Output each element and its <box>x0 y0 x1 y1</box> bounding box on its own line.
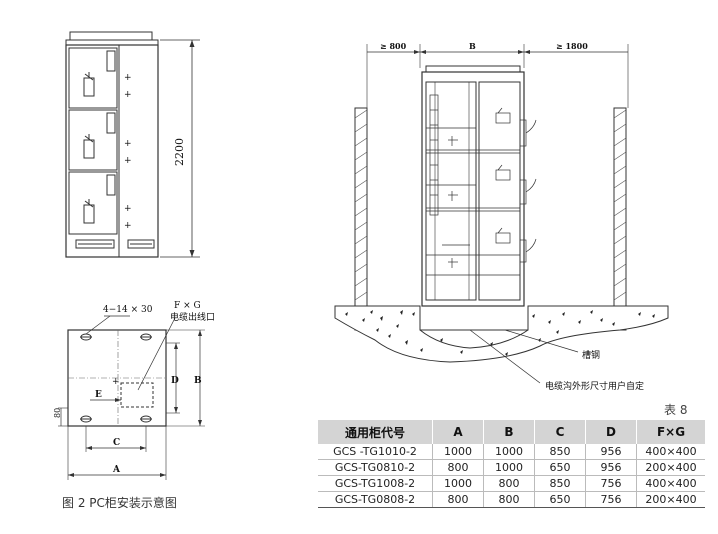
svg-text:+: + <box>124 204 132 214</box>
fg-label: F × G <box>174 301 201 311</box>
table-row: GCS -TG1010-2 1000 1000 850 956 400×400 <box>318 444 705 460</box>
dim-b-label: B <box>194 376 202 386</box>
cell-fg: 400×400 <box>636 475 705 492</box>
col-header-b: B <box>483 420 535 444</box>
col-header-a: A <box>432 420 484 444</box>
cell-a: 800 <box>432 491 484 508</box>
svg-text:+: + <box>124 73 132 83</box>
trench-label: 电缆沟外形尺寸用户自定 <box>545 380 644 392</box>
cell-a: 800 <box>432 459 484 476</box>
dim-80-label: 80 <box>53 408 62 418</box>
table-row: GCS-TG1008-2 1000 800 850 756 400×400 <box>318 475 705 492</box>
cell-fg: 400×400 <box>636 444 705 460</box>
cell-b: 1000 <box>483 459 535 476</box>
spec-table: 通用柜代号 A B C D F×G GCS -TG1010-2 1000 100… <box>318 420 705 508</box>
cell-model: GCS-TG0808-2 <box>318 491 433 508</box>
cell-model: GCS-TG1008-2 <box>318 475 433 492</box>
channel-steel-label: 槽钢 <box>582 349 600 361</box>
cell-c: 650 <box>534 491 586 508</box>
cell-a: 1000 <box>432 444 484 460</box>
cell-fg: 200×400 <box>636 491 705 508</box>
cell-model: GCS -TG1010-2 <box>318 444 433 460</box>
outlet-label: 电缆出线口 <box>170 311 215 323</box>
dim-e-label: E <box>95 390 102 400</box>
col-header-c: C <box>534 420 586 444</box>
svg-text:+: + <box>124 156 132 166</box>
svg-text:+: + <box>124 139 132 149</box>
cell-b: 1000 <box>483 444 535 460</box>
left-clearance-label: ≥ 800 <box>380 41 407 51</box>
cell-d: 956 <box>585 459 637 476</box>
cell-c: 650 <box>534 459 586 476</box>
cell-b: 800 <box>483 475 535 492</box>
table-row: GCS-TG0808-2 800 800 650 756 200×400 <box>318 491 705 508</box>
table-header-row: 通用柜代号 A B C D F×G <box>318 420 705 444</box>
cell-b: 800 <box>483 491 535 508</box>
hole-spec-label: 4−14 × 30 <box>103 305 153 315</box>
svg-text:+: + <box>124 90 132 100</box>
cell-d: 756 <box>585 475 637 492</box>
cell-fg: 200×400 <box>636 459 705 476</box>
svg-text:+: + <box>112 377 120 387</box>
svg-text:+: + <box>124 221 132 231</box>
table-row: GCS-TG0810-2 800 1000 650 956 200×400 <box>318 459 705 476</box>
cell-d: 956 <box>585 444 637 460</box>
cell-d: 756 <box>585 491 637 508</box>
table-label: 表 8 <box>664 403 688 417</box>
dim-a-label: A <box>112 465 121 475</box>
col-header-d: D <box>585 420 637 444</box>
cell-c: 850 <box>534 444 586 460</box>
dim-d-label: D <box>171 376 179 386</box>
center-width-label: B <box>469 41 476 51</box>
figure-caption: 图 2 PC柜安装示意图 <box>62 496 177 510</box>
col-header-fg: F×G <box>636 420 705 444</box>
cell-a: 1000 <box>432 475 484 492</box>
dim-c-label: C <box>113 438 120 448</box>
cell-c: 850 <box>534 475 586 492</box>
cell-model: GCS-TG0810-2 <box>318 459 433 476</box>
height-dimension: 2200 <box>173 138 186 166</box>
col-header-model: 通用柜代号 <box>318 420 433 444</box>
right-clearance-label: ≥ 1800 <box>556 41 588 51</box>
